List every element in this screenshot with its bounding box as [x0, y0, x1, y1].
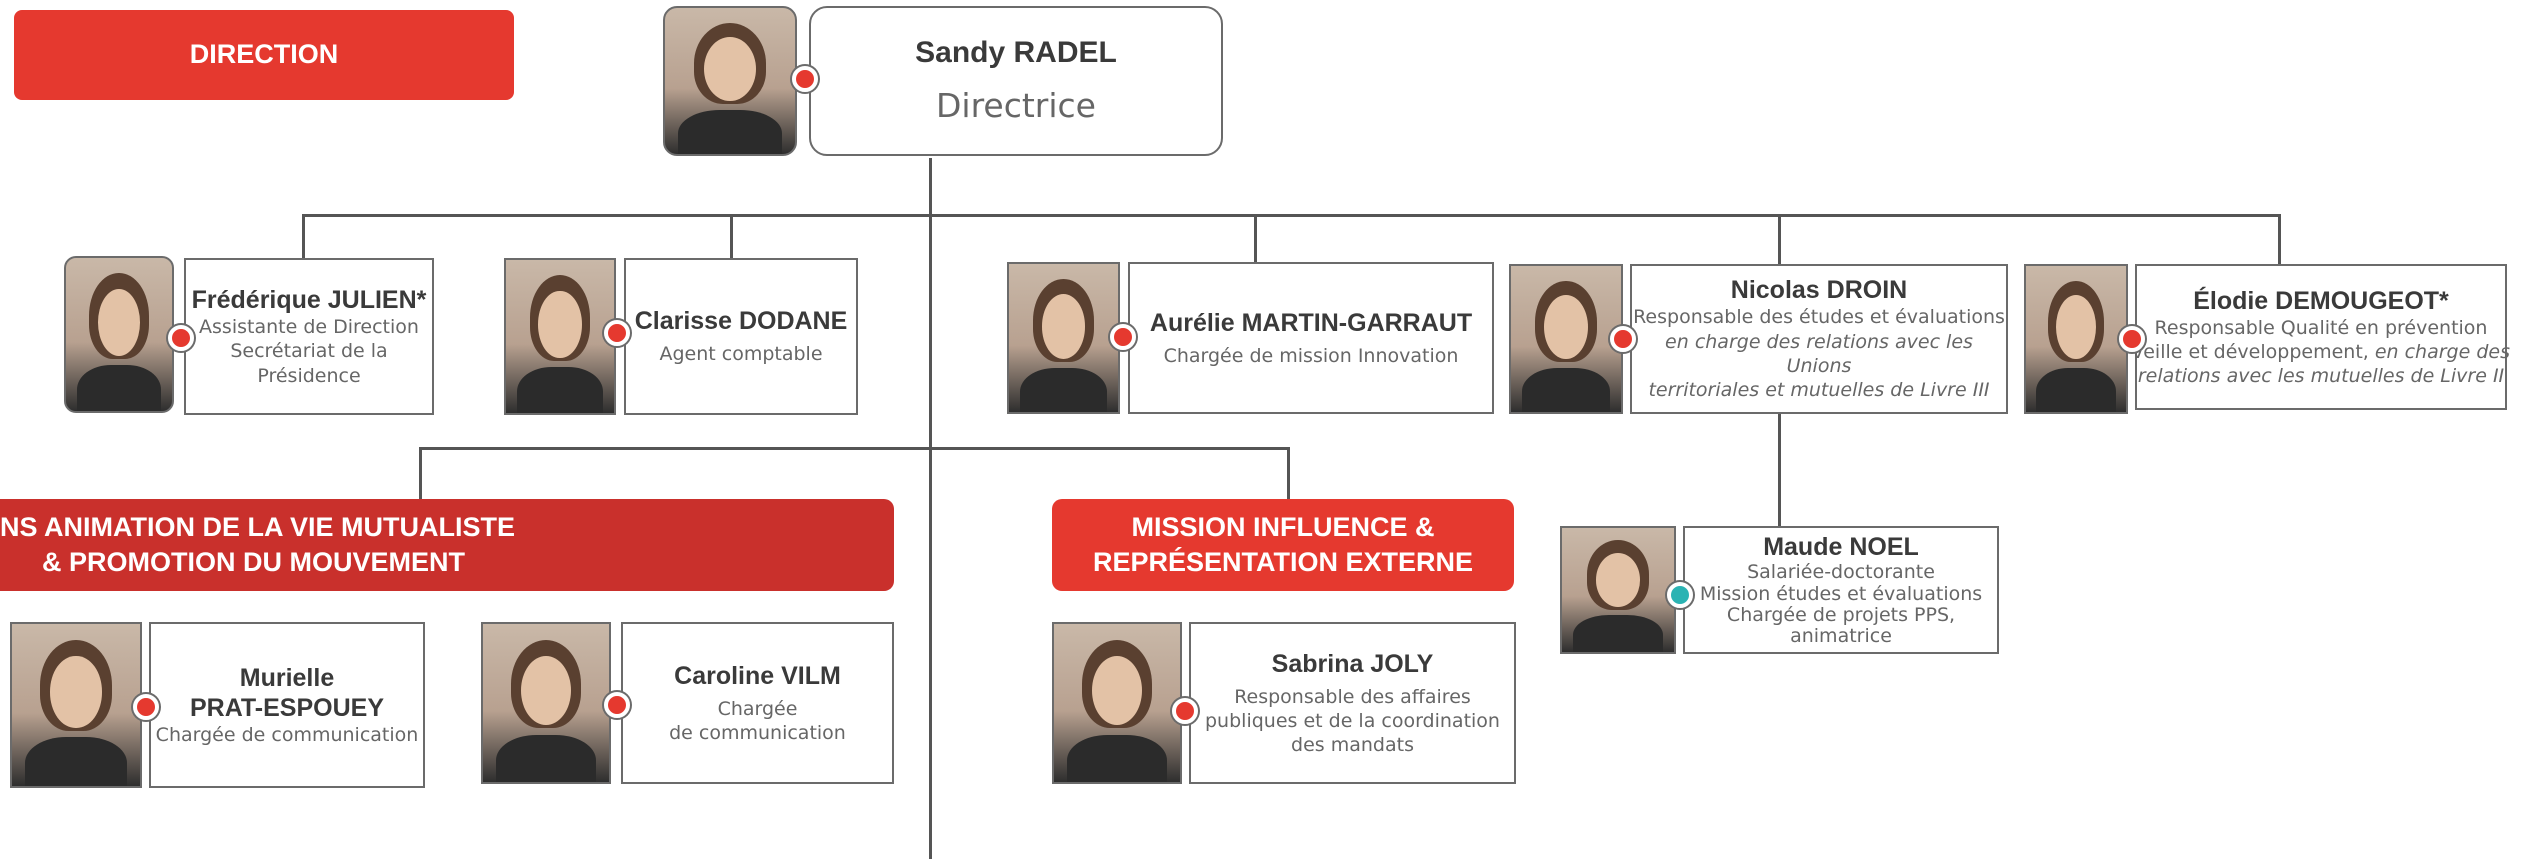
- aurelie-marker-dot: [1110, 324, 1136, 350]
- director-marker-dot: [792, 66, 818, 92]
- maude-card: Maude NOEL Salariée-doctorante Mission é…: [1683, 526, 1999, 654]
- elodie-card: Élodie DEMOUGEOT* Responsable Qualité en…: [2132, 264, 2510, 410]
- sabrina-marker-dot: [1172, 698, 1198, 724]
- frederique-photo: [64, 256, 174, 413]
- director-name: Sandy RADEL: [915, 35, 1117, 69]
- murielle-name-1: Murielle: [239, 663, 335, 692]
- frederique-role-1: Assistante de Direction: [199, 316, 419, 339]
- caroline-photo: [481, 622, 611, 784]
- direction-banner-label: DIRECTION: [189, 39, 339, 70]
- connector-top-horizontal: [302, 214, 2281, 217]
- elodie-marker-dot: [2119, 326, 2145, 352]
- clarisse-name: Clarisse DODANE: [634, 307, 848, 336]
- aurelie-role-1: Chargée de mission Innovation: [1163, 344, 1459, 367]
- influence-banner-line-2: REPRÉSENTATION EXTERNE: [1092, 547, 1474, 577]
- clarisse-marker-dot: [604, 320, 630, 346]
- elodie-role-3: relations avec les mutuelles de Livre II: [2137, 365, 2505, 388]
- influence-representation-banner: MISSION INFLUENCE & REPRÉSENTATION EXTER…: [1052, 499, 1514, 591]
- connector-main-vertical: [929, 158, 932, 859]
- murielle-photo: [10, 622, 142, 788]
- animation-mutualiste-banner: NS ANIMATION DE LA VIE MUTUALISTE & PROM…: [0, 499, 894, 591]
- maude-role-1: Salariée-doctorante: [1747, 561, 1935, 584]
- sabrina-card: Sabrina JOLY Responsable des affaires pu…: [1189, 622, 1516, 784]
- maude-role-4: animatrice: [1790, 625, 1892, 648]
- aurelie-card: Aurélie MARTIN-GARRAUT Chargée de missio…: [1128, 262, 1494, 414]
- sabrina-role-2: publiques et de la coordination: [1205, 709, 1500, 732]
- director-role: Directrice: [936, 85, 1096, 125]
- connector-drop-elodie: [2278, 214, 2281, 264]
- nicolas-role-2: en charge des relations avec les Unions: [1665, 330, 1973, 377]
- maude-marker-dot: [1667, 582, 1693, 608]
- murielle-name-2: PRAT-ESPOUEY: [189, 693, 385, 722]
- frederique-marker-dot: [168, 325, 194, 351]
- director-photo: [663, 6, 797, 156]
- caroline-card: Caroline VILM Chargée de communication: [621, 622, 894, 784]
- caroline-marker-dot: [604, 692, 630, 718]
- elodie-role-1: Responsable Qualité en prévention: [2154, 316, 2488, 339]
- nicolas-name: Nicolas DROIN: [1730, 276, 1908, 305]
- maude-role-2: Mission études et évaluations: [1699, 582, 1983, 605]
- nicolas-marker-dot: [1610, 326, 1636, 352]
- caroline-name: Caroline VILM: [674, 661, 841, 690]
- clarisse-role-1: Agent comptable: [659, 343, 823, 366]
- connector-drop-frederique: [302, 214, 305, 259]
- sabrina-photo: [1052, 622, 1182, 784]
- nicolas-card: Nicolas DROIN Responsable des études et …: [1630, 264, 2008, 414]
- clarisse-photo: [504, 258, 616, 415]
- connector-drop-influence: [1287, 447, 1290, 499]
- frederique-name: Frédérique JULIEN*: [191, 286, 427, 315]
- nicolas-role-1: Responsable des études et évaluations: [1633, 306, 2005, 329]
- elodie-role-2: veille et développement, en charge des: [2132, 340, 2510, 363]
- connector-drop-aurelie: [1254, 214, 1257, 264]
- nicolas-photo: [1509, 264, 1623, 414]
- animation-banner-line-2: & PROMOTION DU MOUVEMENT: [42, 547, 465, 577]
- murielle-marker-dot: [133, 694, 159, 720]
- maude-name: Maude NOEL: [1763, 533, 1919, 562]
- clarisse-card: Clarisse DODANE Agent comptable: [624, 258, 858, 415]
- connector-drop-animation: [419, 447, 422, 499]
- aurelie-name: Aurélie MARTIN-GARRAUT: [1149, 308, 1473, 337]
- sabrina-role-1: Responsable des affaires: [1234, 685, 1471, 708]
- maude-photo: [1560, 526, 1676, 654]
- connector-middle-horizontal: [419, 447, 1290, 450]
- director-card: Sandy RADEL Directrice: [809, 6, 1223, 156]
- elodie-name: Élodie DEMOUGEOT*: [2193, 286, 2449, 315]
- frederique-role-2: Secrétariat de la: [230, 340, 388, 363]
- connector-nicolas-maude: [1778, 414, 1781, 526]
- murielle-card: Murielle PRAT-ESPOUEY Chargée de communi…: [149, 622, 425, 788]
- sabrina-role-3: des mandats: [1291, 734, 1414, 757]
- frederique-role-3: Présidence: [257, 364, 361, 387]
- direction-banner: DIRECTION: [14, 10, 514, 100]
- influence-banner-line-1: MISSION INFLUENCE &: [1131, 511, 1435, 542]
- sabrina-name: Sabrina JOLY: [1271, 649, 1434, 678]
- animation-banner-line-1: NS ANIMATION DE LA VIE MUTUALISTE: [0, 511, 515, 542]
- connector-drop-clarisse: [730, 214, 733, 259]
- connector-drop-nicolas: [1778, 214, 1781, 264]
- murielle-role-1: Chargée de communication: [155, 723, 419, 746]
- caroline-role-1: Chargée: [717, 697, 798, 720]
- frederique-card: Frédérique JULIEN* Assistante de Directi…: [184, 258, 434, 415]
- aurelie-photo: [1007, 262, 1120, 414]
- elodie-photo: [2024, 264, 2128, 414]
- caroline-role-2: de communication: [669, 722, 846, 744]
- nicolas-role-3: territoriales et mutuelles de Livre III: [1648, 379, 1990, 402]
- maude-role-3: Chargée de projets PPS,: [1726, 604, 1956, 626]
